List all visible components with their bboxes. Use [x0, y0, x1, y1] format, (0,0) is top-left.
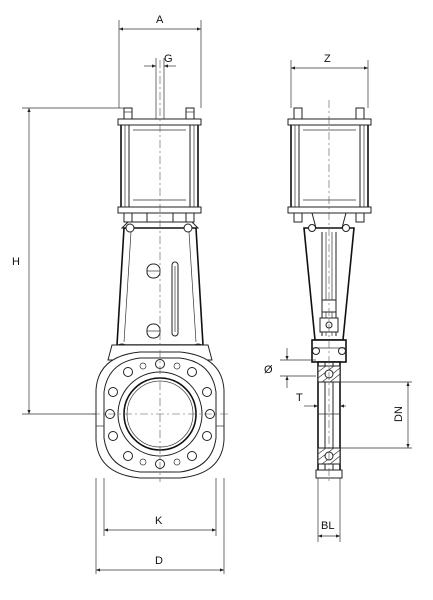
side-dimensions: Z Ø T DN BL	[264, 53, 412, 542]
side-actuator-cylinder	[287, 107, 372, 223]
label-H: H	[12, 256, 20, 268]
label-K: K	[155, 515, 163, 527]
label-DN: DN	[393, 406, 405, 422]
side-view	[287, 100, 372, 482]
label-G: G	[164, 53, 173, 65]
label-T: T	[296, 392, 303, 404]
flange-bolt-holes	[105, 359, 215, 469]
label-D: D	[155, 555, 163, 567]
front-flange	[92, 350, 228, 482]
label-A: A	[156, 14, 164, 26]
front-dimensions: A G H K D	[12, 14, 225, 574]
label-Z: Z	[324, 53, 331, 65]
front-view	[92, 60, 228, 482]
front-actuator-cylinder	[117, 107, 202, 223]
label-phi: Ø	[264, 364, 273, 376]
label-BL: BL	[321, 520, 334, 532]
